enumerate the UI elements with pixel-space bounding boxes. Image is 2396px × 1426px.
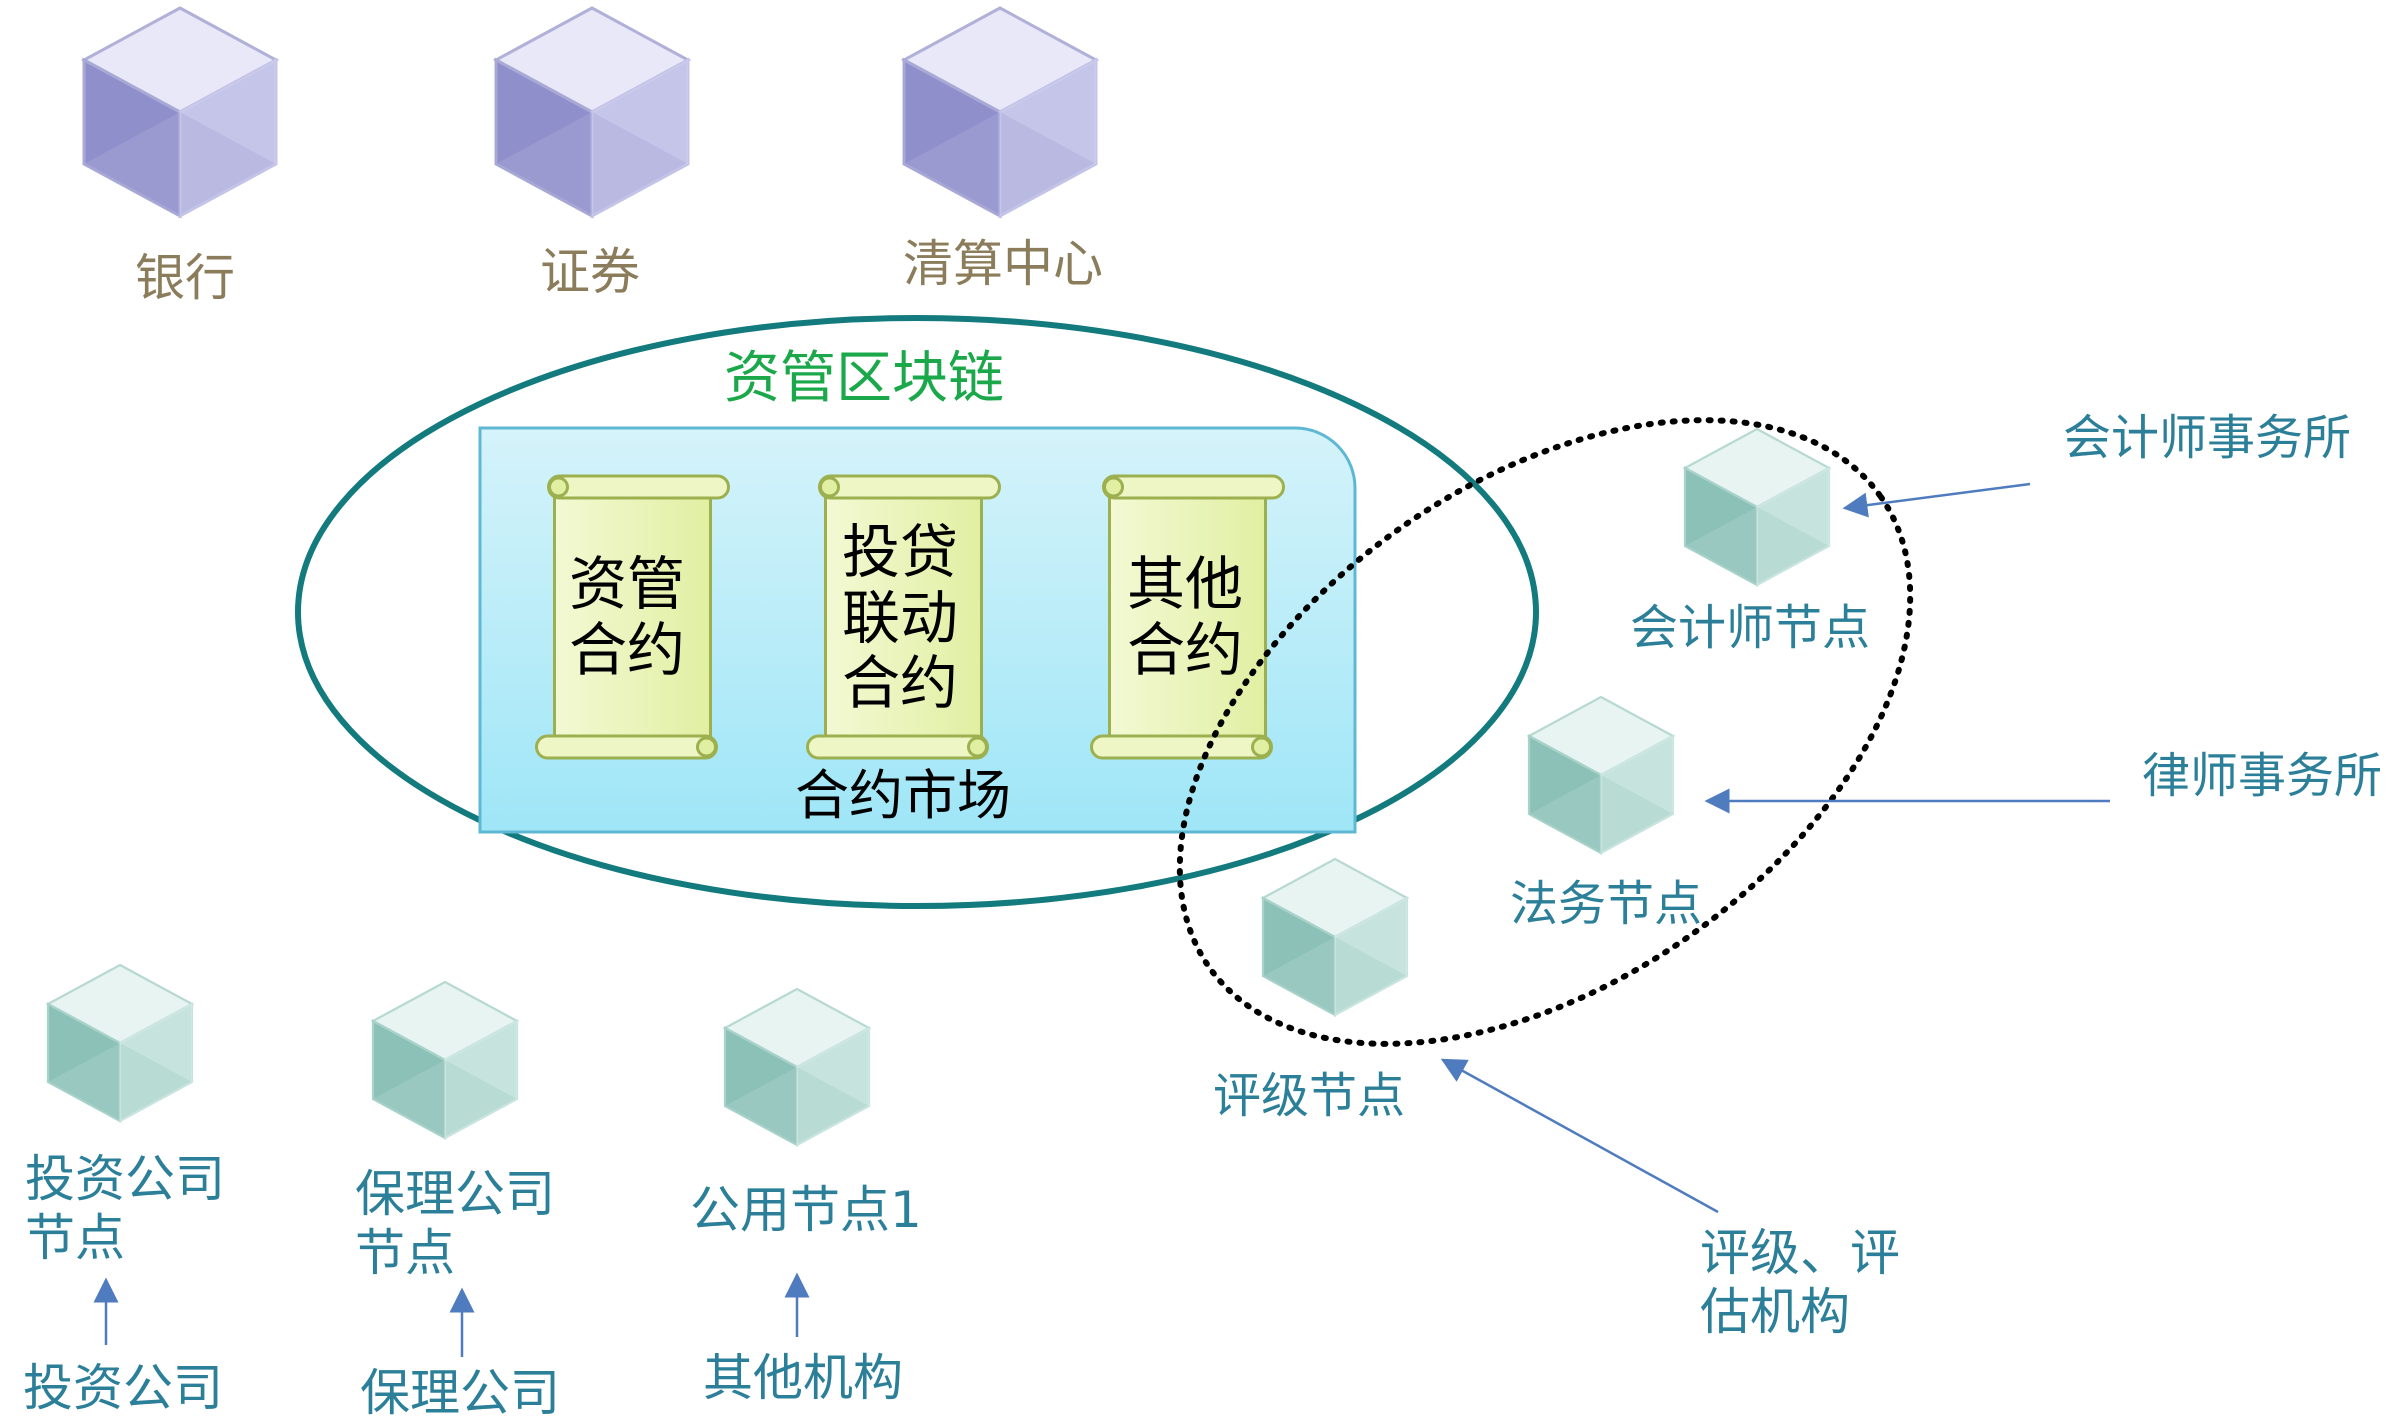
teal-cube-icon [371, 980, 519, 1140]
arrow [1842, 482, 2031, 518]
node-label-line: 公用节点1 [690, 1181, 922, 1239]
purple-cube-icon [82, 6, 278, 218]
node-label-securities: 证券 [540, 243, 640, 301]
node-label-factoring: 保理公司 节点 [355, 1165, 555, 1283]
source-line: 评级、评 [1700, 1224, 1900, 1282]
teal-cube-icon [723, 987, 871, 1147]
node-label-clearing: 清算中心 [903, 235, 1103, 293]
source-rating-agency: 评级、评 估机构 [1700, 1224, 1900, 1342]
contract-label-line: 合约 [568, 615, 685, 684]
node-label-bank: 银行 [135, 249, 235, 307]
contract-label-line: 投贷 [841, 518, 958, 586]
purple-cube-icon [902, 6, 1098, 218]
contract-label-line: 合约 [1126, 615, 1243, 684]
source-law-firm: 律师事务所 [2142, 748, 2383, 804]
node-label-investment: 投资公司 节点 [25, 1150, 225, 1268]
source-line: 估机构 [1700, 1283, 1850, 1341]
teal-cube-icon [1527, 695, 1675, 855]
node-label-line: 保理公司 [355, 1165, 555, 1223]
contract-label: 资管 合约 [552, 550, 702, 684]
service-nodes-dotted-ellipse [1176, 417, 1914, 1047]
source-investment-company: 投资公司 [23, 1359, 223, 1417]
node-label-line: 投资公司 [25, 1150, 225, 1208]
chain-ellipse [295, 315, 1539, 909]
arrow [1440, 1058, 1719, 1214]
node-label-legal: 法务节点 [1510, 876, 1703, 932]
contract-label: 其他 合约 [1110, 550, 1260, 684]
contract-label-line: 联动 [841, 583, 958, 652]
source-factoring-company: 保理公司 [360, 1364, 560, 1422]
node-label-line: 节点 [25, 1209, 125, 1267]
teal-cube-icon [1683, 427, 1831, 587]
purple-cube-icon [494, 6, 690, 218]
node-label-public: 公用节点1 [690, 1180, 922, 1240]
contract-label-line: 资管 [568, 550, 685, 618]
node-label-accountant: 会计师节点 [1630, 600, 1871, 656]
node-label-rating: 评级节点 [1213, 1068, 1406, 1124]
contract-label-line: 合约 [841, 649, 958, 718]
chain-title: 资管区块链 [724, 346, 1004, 411]
source-accounting-firm: 会计师事务所 [2063, 410, 2352, 466]
contract-label: 投贷 联动 合约 [825, 518, 975, 718]
contract-label-line: 其他 [1126, 550, 1243, 618]
node-label-line: 节点 [355, 1224, 455, 1282]
market-label: 合约市场 [795, 764, 1011, 827]
teal-cube-icon [1261, 857, 1409, 1017]
teal-cube-icon [46, 963, 194, 1123]
source-other-institutions: 其他机构 [703, 1349, 903, 1407]
